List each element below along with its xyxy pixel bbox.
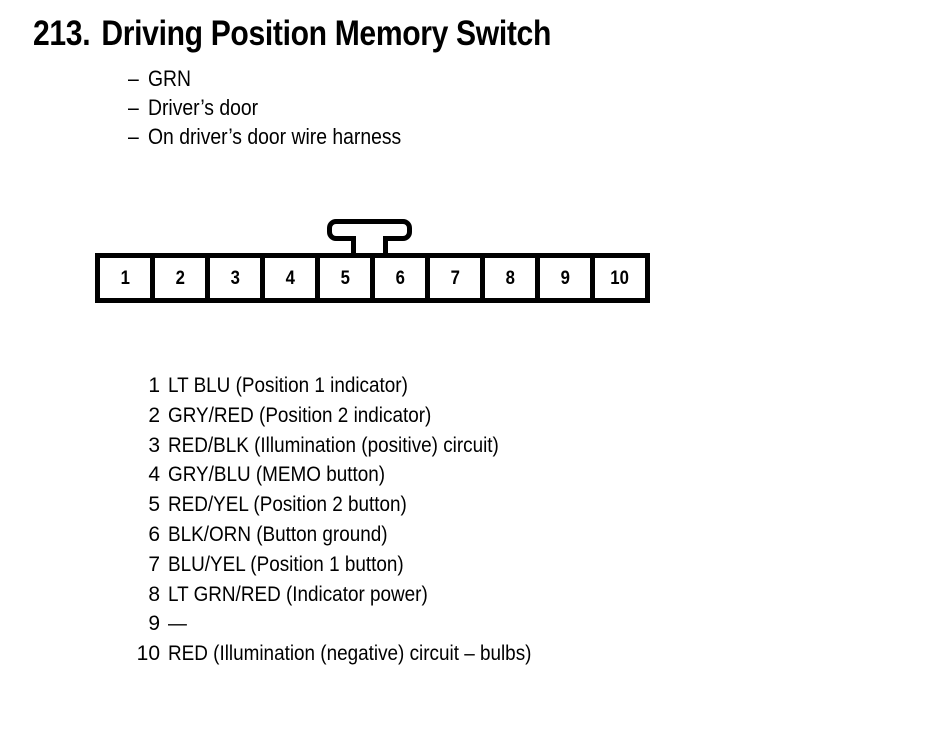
connector-pin-cell: 5 xyxy=(320,258,370,298)
pinout-description: BLK/ORN (Button ground) xyxy=(168,522,388,546)
connector-pin-number: 5 xyxy=(340,267,350,289)
pinout-description: LT BLU (Position 1 indicator) xyxy=(168,374,408,397)
pinout-pin-number: 7 xyxy=(148,552,160,576)
connector-pin-number: 9 xyxy=(560,267,570,289)
pinout-description: RED (Illumination (negative) circuit – b… xyxy=(168,642,532,666)
connector-pin-cell: 1 xyxy=(100,258,150,298)
connector-latch-tab-icon xyxy=(327,219,412,257)
connector-pin-cell: 2 xyxy=(155,258,205,298)
connector-pin-cell: 8 xyxy=(485,258,535,298)
pinout-row: 6 BLK/ORN (Button ground) xyxy=(118,520,572,550)
pinout-description: GRY/RED (Position 2 indicator) xyxy=(168,403,432,427)
pinout-description: BLU/YEL (Position 1 button) xyxy=(168,552,404,576)
connector-pin-cell: 4 xyxy=(265,258,315,298)
pinout-row: 2 GRY/RED (Position 2 indicator) xyxy=(118,401,572,431)
connector-diagram: 1 2 3 4 5 6 7 8 9 10 xyxy=(95,219,650,303)
connector-pin-number: 2 xyxy=(175,267,185,289)
header-detail-item: – GRN xyxy=(128,64,436,93)
latch-stem-right xyxy=(383,236,388,257)
pinout-description: GRY/BLU (MEMO button) xyxy=(168,463,386,487)
pinout-pin-number: 4 xyxy=(148,463,160,487)
connector-pin-cell: 6 xyxy=(375,258,425,298)
pinout-description: RED/YEL (Position 2 button) xyxy=(168,493,407,517)
pinout-legend: 1 LT BLU (Position 1 indicator) 2 GRY/RE… xyxy=(118,371,572,669)
connector-pin-number: 3 xyxy=(230,267,240,289)
pinout-row: 10 RED (Illumination (negative) circuit … xyxy=(118,639,572,669)
pinout-pin-number: 6 xyxy=(148,522,160,546)
header-details-list: – GRN – Driver’s door – On driver’s door… xyxy=(128,64,436,151)
latch-stem-left xyxy=(351,236,356,257)
connector-pin-cell: 9 xyxy=(540,258,590,298)
pinout-row: 4 GRY/BLU (MEMO button) xyxy=(118,460,572,490)
page-header: 213. Driving Position Memory Switch xyxy=(33,13,635,55)
connector-pin-number: 4 xyxy=(285,267,295,289)
page-title-number: 213. xyxy=(33,14,91,53)
page-title-text: Driving Position Memory Switch xyxy=(101,14,552,53)
pinout-description: — xyxy=(168,612,187,636)
connector-pin-cell: 10 xyxy=(595,258,645,298)
dash-bullet-icon: – xyxy=(128,66,139,91)
connector-pin-number: 6 xyxy=(395,267,405,289)
connector-pin-cell: 7 xyxy=(430,258,480,298)
pinout-pin-number: 1 xyxy=(148,374,160,397)
pinout-pin-number: 8 xyxy=(148,582,160,606)
pinout-row: 9 — xyxy=(118,609,572,639)
header-detail-item: – On driver’s door wire harness xyxy=(128,122,436,151)
dash-bullet-icon: – xyxy=(128,95,139,120)
pinout-pin-number: 10 xyxy=(136,642,160,666)
connector-pin-block: 1 2 3 4 5 6 7 8 9 10 xyxy=(95,253,650,303)
page-title: 213. Driving Position Memory Switch xyxy=(33,13,551,55)
pinout-row: 7 BLU/YEL (Position 1 button) xyxy=(118,550,572,580)
pinout-row: 3 RED/BLK (Illumination (positive) circu… xyxy=(118,431,572,461)
pinout-pin-number: 5 xyxy=(148,493,160,517)
pinout-pin-number: 3 xyxy=(148,433,160,457)
connector-pin-number: 1 xyxy=(120,267,130,289)
connector-pin-number: 8 xyxy=(505,267,515,289)
pinout-description: LT GRN/RED (Indicator power) xyxy=(168,582,428,606)
connector-pin-number: 7 xyxy=(450,267,460,289)
latch-notch xyxy=(356,236,383,241)
connector-pin-number: 10 xyxy=(610,267,630,289)
header-detail-item: – Driver’s door xyxy=(128,93,436,122)
pinout-pin-number: 2 xyxy=(148,403,160,427)
connector-pin-cell: 3 xyxy=(210,258,260,298)
pinout-description: RED/BLK (Illumination (positive) circuit… xyxy=(168,433,499,457)
pinout-pin-number: 9 xyxy=(148,612,160,636)
pinout-row: 5 RED/YEL (Position 2 button) xyxy=(118,490,572,520)
header-detail-text: Driver’s door xyxy=(148,95,259,120)
header-detail-text: GRN xyxy=(148,66,192,91)
dash-bullet-icon: – xyxy=(128,124,139,149)
header-detail-text: On driver’s door wire harness xyxy=(148,124,402,149)
pinout-row: 8 LT GRN/RED (Indicator power) xyxy=(118,580,572,610)
pinout-row: 1 LT BLU (Position 1 indicator) xyxy=(118,371,572,401)
